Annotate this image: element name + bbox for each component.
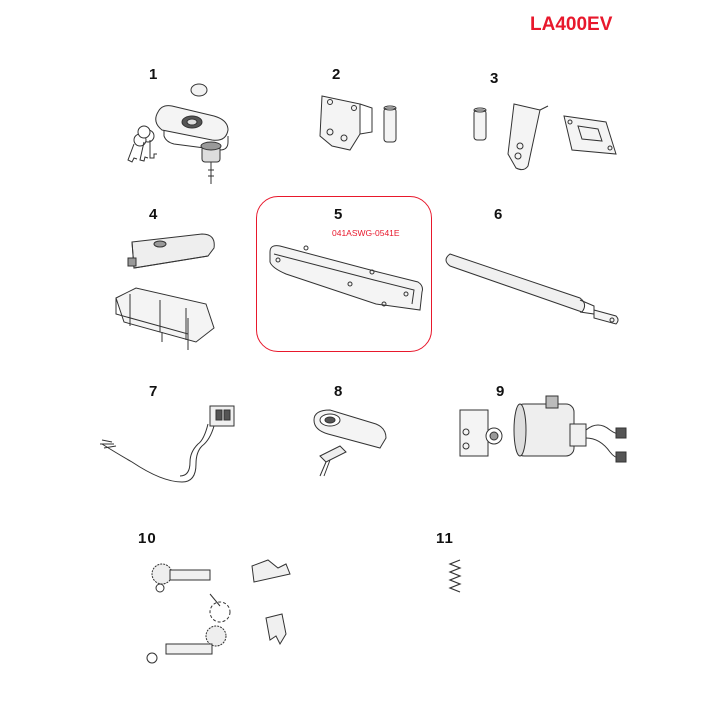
part-number-6: 6 bbox=[494, 206, 504, 223]
part-5-code: 041ASWG-0541E bbox=[332, 228, 400, 238]
part-number-11: 11 bbox=[436, 530, 454, 547]
part-number-2: 2 bbox=[332, 66, 342, 83]
wire-harness-icon bbox=[96, 402, 246, 488]
release-lever-icon bbox=[300, 404, 400, 484]
part-number-5: 5 bbox=[334, 206, 344, 223]
gasket-icon bbox=[264, 240, 424, 316]
part-number-9: 9 bbox=[496, 383, 506, 400]
part-number-3: 3 bbox=[490, 70, 500, 87]
front-bracket-pin-icon bbox=[308, 88, 408, 168]
lock-cover-keys-icon bbox=[120, 80, 240, 190]
part-number-7: 7 bbox=[149, 383, 159, 400]
part-number-4: 4 bbox=[149, 206, 159, 223]
model-title: LA400EV bbox=[530, 14, 613, 35]
part-number-1: 1 bbox=[149, 66, 159, 83]
motor-assembly-icon bbox=[450, 392, 640, 482]
part-number-10: 10 bbox=[138, 530, 157, 547]
rear-bracket-pin-icon bbox=[470, 98, 630, 178]
gear-set-icon bbox=[130, 550, 310, 680]
part-number-8: 8 bbox=[334, 383, 344, 400]
housing-cover-icon bbox=[110, 228, 230, 356]
piston-tube-icon bbox=[440, 240, 630, 336]
spring-icon bbox=[440, 556, 470, 592]
part-5-highlight-frame bbox=[256, 196, 432, 352]
